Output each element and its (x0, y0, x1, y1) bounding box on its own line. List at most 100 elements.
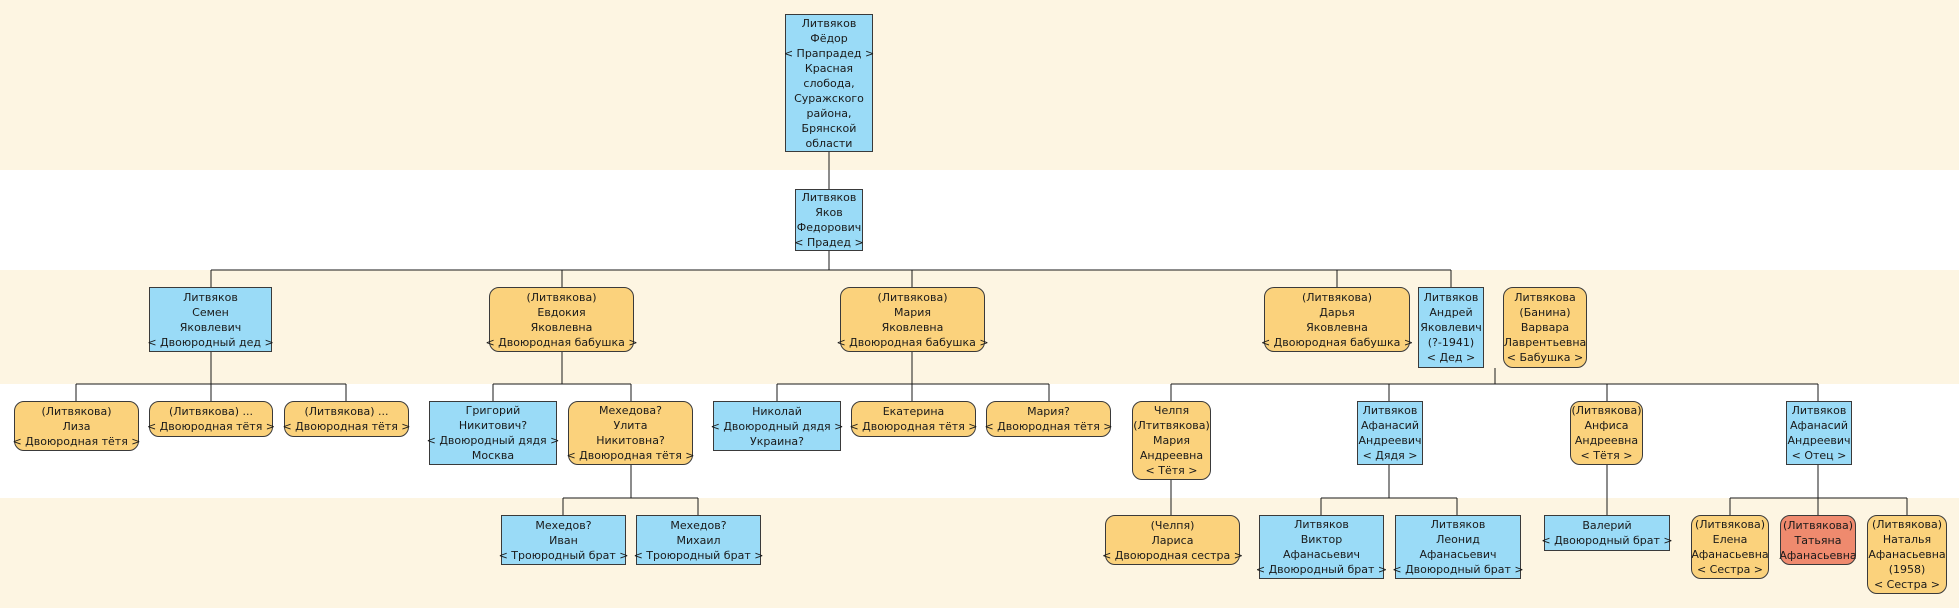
person-node-valeriy[interactable]: Валерий< Двоюродный брат > (1541, 515, 1673, 551)
node-text-line: Мария (1153, 434, 1190, 447)
node-text-line: Анфиса (1584, 419, 1629, 432)
node-text-line: Варвара (1520, 321, 1570, 334)
node-text-line: (Литвякова) (877, 290, 948, 304)
node-text-line: < Двоюродная тётя > (984, 420, 1113, 433)
node-text-line: района, (806, 106, 852, 120)
node-text-line: (1958) (1888, 563, 1926, 576)
node-text-line: Леонид (1436, 533, 1480, 546)
node-text-line: Литвяков (1791, 404, 1847, 417)
node-text-line: (Челпя) (1150, 518, 1195, 532)
node-text-line: Лиза (62, 419, 91, 433)
node-text-line: (Лтитвякова) (1133, 419, 1210, 432)
node-text-line: < Двоюродная бабушка > (485, 335, 638, 349)
node-text-line: Андрей (1429, 306, 1473, 319)
node-text-line: Дарья (1319, 305, 1355, 319)
node-text-line: < Прапрадед > (783, 46, 875, 60)
person-node-ivan[interactable]: Мехедов?Иван< Троюродный брат > (498, 515, 629, 565)
node-text-line: Афанасьевич (1282, 548, 1361, 561)
node-text-line: Яков (815, 206, 843, 219)
node-text-line: Суражского (794, 91, 864, 105)
node-text-line: < Двоюродный дядя > (426, 434, 560, 447)
node-text-line: Литвяков (1362, 404, 1418, 417)
node-text-line: Михаил (676, 533, 721, 547)
node-text-line: Литвяков (1430, 518, 1486, 531)
node-text-line: Мария (894, 305, 931, 319)
node-text-line: < Двоюродная тётя > (146, 420, 276, 433)
node-text-line: < Двоюродный брат > (1392, 563, 1524, 576)
node-text-line: < Двоюродная тётя > (12, 434, 141, 448)
node-text-line: Яковлевна (881, 320, 944, 334)
node-text-line: Наталья (1882, 533, 1932, 546)
node-text-line: Афанасий (1361, 419, 1419, 432)
node-text-line: (Литвякова) (1694, 518, 1766, 531)
node-text-line: Яковлевна (530, 320, 593, 334)
node-text-line: < Бабушка > (1506, 351, 1584, 364)
node-text-line: (Литвякова) ... (304, 405, 389, 418)
node-text-line: < Троюродный брат > (498, 548, 629, 562)
person-node-maria-q[interactable]: Мария? < Двоюродная тётя > (984, 401, 1113, 437)
person-node-ekaterina[interactable]: Екатерина< Двоюродная тётя > (849, 401, 978, 437)
person-node-litvyakova-1[interactable]: (Литвякова) ... < Двоюродная тётя > (146, 401, 276, 437)
node-text-line: Мария? (1027, 405, 1070, 418)
node-text-line: Литвяков (1423, 291, 1479, 304)
node-text-line: Мехедова? (599, 404, 662, 417)
node-text-line: Лариса (1151, 533, 1194, 547)
node-text-line: (Литвякова) (1782, 518, 1854, 532)
node-text-line: (Литвякова) (1571, 404, 1642, 417)
node-text-line: Никитович? (458, 419, 528, 432)
person-node-litvyakova-2[interactable]: (Литвякова) ...< Двоюродная тётя > (282, 401, 411, 437)
generation-band-2 (0, 170, 1959, 270)
node-text-line: Яковлевна (1306, 320, 1368, 334)
node-text-line: < Прадед > (794, 236, 864, 249)
node-text-line: Валерий (1582, 519, 1632, 532)
node-text-line: Мехедов? (535, 518, 592, 532)
node-text-line: < Двоюродная сестра > (1102, 548, 1243, 562)
node-text-line: Иван (549, 533, 578, 547)
node-text-line: Андреевна (1574, 434, 1639, 447)
node-text-line: Афанасьевич (1419, 548, 1497, 561)
person-node-mikhail[interactable]: Мехедов?Михаил< Троюродный брат > (634, 515, 763, 565)
node-text-line: Челпя (1153, 404, 1190, 417)
node-text-line: (?-1941) (1427, 336, 1475, 349)
node-text-line: Афанасий (1790, 419, 1848, 432)
node-text-line: Елена (1712, 533, 1748, 546)
node-text-line: (Литвякова) ... (168, 405, 254, 418)
node-text-line: < Двоюродная бабушка > (836, 335, 989, 349)
node-text-line: Виктор (1300, 533, 1343, 546)
person-node-liza[interactable]: (Литвякова)Лиза< Двоюродная тётя > (12, 401, 141, 451)
node-text-line: < Двоюродная тётя > (566, 449, 695, 462)
node-text-line: Яковлевич (179, 320, 242, 334)
node-text-line: Литвякова (1514, 291, 1576, 304)
node-text-line: Григорий (465, 404, 521, 417)
node-text-line: Москва (471, 449, 515, 462)
node-text-line: Татьяна (1794, 533, 1842, 547)
node-text-line: < Двоюродный дядя > (710, 419, 844, 433)
person-node-nikolay[interactable]: Николай< Двоюродный дядя >Украина? (710, 401, 844, 451)
node-text-line: < Двоюродный брат > (1255, 563, 1388, 576)
node-text-line: Литвяков (801, 16, 857, 30)
node-text-line: Евдокия (537, 305, 586, 319)
node-text-line: Литвяков (801, 191, 857, 204)
node-text-line: (Литвякова) (1871, 518, 1943, 531)
node-text-line: Литвяков (183, 290, 238, 304)
person-node-larisa[interactable]: (Челпя)Лариса< Двоюродная сестра > (1102, 515, 1243, 565)
